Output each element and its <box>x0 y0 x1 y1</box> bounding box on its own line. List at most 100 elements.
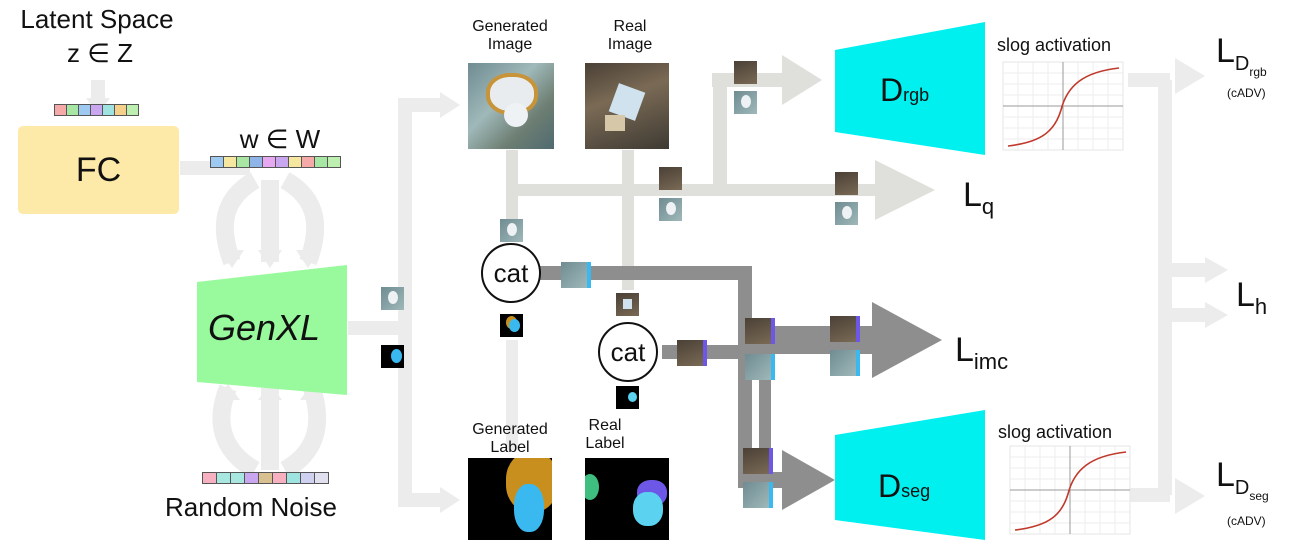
real-label-title: Real Label <box>585 417 625 453</box>
light-arrowheads <box>86 58 1228 514</box>
arrowhead-genxl-top-left <box>220 250 244 268</box>
vector-cell <box>258 472 273 484</box>
genxl-label: GenXL <box>208 307 321 348</box>
loss-d-rgb: LDrgb <box>1216 32 1267 78</box>
vector-cell <box>230 472 245 484</box>
vector-cell <box>202 472 217 484</box>
cat-node-bottom-circle <box>598 322 658 382</box>
arrowhead-lq <box>875 160 935 220</box>
thumb-seg-pair-1b <box>745 354 775 380</box>
generated-label-title: Generated Label <box>472 421 548 457</box>
cat-node-bottom-label: cat <box>610 337 646 367</box>
vector-cell <box>301 156 315 168</box>
w-to-genxl-left <box>215 172 260 266</box>
loss-d-seg-note: (cADV) <box>1227 514 1266 528</box>
cat-node-top-label: cat <box>493 258 529 288</box>
generated-image-blob-2 <box>504 103 528 127</box>
loss-q-sub: q <box>981 194 995 219</box>
real-label-green <box>585 474 599 500</box>
loss-d-seg-subsub: seg <box>1249 489 1269 503</box>
vector-cell <box>236 156 250 168</box>
loss-q: Lq <box>963 176 994 218</box>
thumb-concat-top <box>561 262 591 288</box>
thumb-seg-pair-3b <box>743 482 773 508</box>
arrowhead-genxl-top-mid <box>258 250 282 268</box>
latent-space-math: z ∈ Z <box>67 38 133 68</box>
latent-space-title: Latent Space <box>20 4 174 34</box>
fc-label: FC <box>75 150 122 189</box>
loss-d-rgb-subsub: rgb <box>1249 65 1267 79</box>
thumb-seg-pair-2b <box>830 350 860 376</box>
d-rgb-main: D <box>880 72 904 108</box>
generated-image <box>468 63 554 149</box>
vector-cell <box>275 156 289 168</box>
loss-d-rgb-sub: D <box>1234 53 1250 75</box>
loss-h-main: L <box>1236 276 1255 314</box>
thumb-gen-label-genxl <box>381 345 404 368</box>
loss-d-rgb-main: L <box>1216 32 1235 70</box>
generated-image-title: Generated Image <box>472 18 548 54</box>
medium-arrowheads <box>782 55 935 220</box>
loss-imc-sub: imc <box>973 349 1009 374</box>
vector-cell <box>244 472 259 484</box>
w-vector <box>210 156 341 168</box>
arrowhead-dseg <box>782 450 835 510</box>
loss-d-seg-main: L <box>1216 456 1235 494</box>
real-image <box>585 63 669 149</box>
d-rgb-sub: rgb <box>903 85 930 105</box>
arrowhead-limc <box>872 302 942 378</box>
d-rgb-block <box>835 22 985 155</box>
generated-label <box>468 458 552 540</box>
loss-d-seg: LDseg <box>1216 456 1269 502</box>
thumb-rgb-pair-3a <box>835 172 858 195</box>
arrowhead-lh-lower <box>1205 302 1228 328</box>
thumb-gen-rgb-cat-top <box>500 219 523 242</box>
real-label <box>585 458 669 540</box>
thumb-seg-pair-3a <box>743 448 773 474</box>
vector-cell <box>249 156 263 168</box>
arrowhead-lh-upper <box>1205 257 1228 283</box>
d-seg-sub: seg <box>901 481 931 501</box>
thumb-seg-pair-2a <box>830 316 860 342</box>
arrowhead-gen-label <box>440 487 460 513</box>
d-seg-main: D <box>878 468 902 504</box>
vector-cell <box>272 472 287 484</box>
thumb-rgb-pair-3b <box>835 202 858 225</box>
loss-d-seg-sub: D <box>1234 477 1250 499</box>
genxl-block <box>197 265 347 395</box>
thumb-gen-label-cat-top <box>500 314 523 337</box>
w-space-math: w ∈ W <box>239 124 321 154</box>
d-rgb-label: Drgb <box>880 74 929 106</box>
d-seg-block <box>835 410 985 540</box>
medium-flows <box>506 73 890 290</box>
slog-activation-top-label: slog activation <box>997 35 1112 55</box>
vector-cell <box>210 156 224 168</box>
vector-cell <box>262 156 276 168</box>
loss-q-main: L <box>963 176 982 214</box>
vector-cell <box>327 156 341 168</box>
loss-h-sub: h <box>1254 294 1268 319</box>
thumb-real-rgb-cat-bottom <box>616 293 639 316</box>
vector-cell <box>288 156 302 168</box>
thumb-rgb-pair-1a <box>659 167 682 190</box>
noise-to-genxl-right <box>280 385 327 478</box>
thumb-real-label-cat-bottom <box>616 386 639 409</box>
arrowhead-genxl-top-right <box>296 250 320 268</box>
vector-cell <box>300 472 315 484</box>
loss-d-rgb-note: (cADV) <box>1227 86 1266 100</box>
arrowhead-genxl-bot-right <box>300 384 324 400</box>
thumb-rgb-pair-1b <box>659 198 682 221</box>
activation-plot-bottom <box>1009 445 1131 535</box>
real-image-title: Real Image <box>607 18 653 54</box>
thumb-rgb-pair-2b <box>734 91 757 114</box>
dark-arrowheads <box>782 302 942 510</box>
w-to-genxl-right <box>280 172 325 266</box>
loss-imc-main: L <box>955 331 974 369</box>
vector-cell <box>314 472 329 484</box>
real-image-trash-2 <box>605 115 625 131</box>
vector-cell <box>216 472 231 484</box>
light-flows <box>91 73 1210 507</box>
thumb-rgb-pair-2a <box>734 61 757 84</box>
generated-label-blue <box>514 484 544 532</box>
